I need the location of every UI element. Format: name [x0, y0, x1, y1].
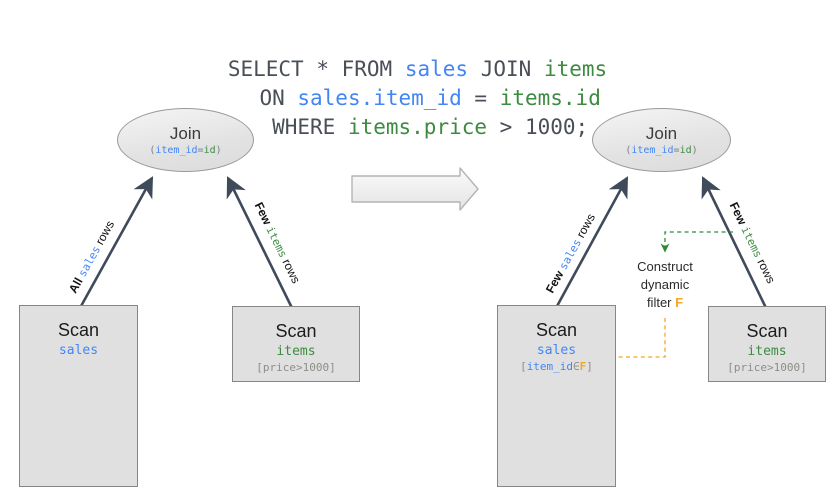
sql-keyword-on: ON: [234, 86, 298, 110]
sql-keyword-join: JOIN: [468, 57, 544, 81]
left-scan-items-table: items: [276, 344, 316, 359]
paren-open: (: [625, 144, 632, 156]
left-join-condition: (item_id=id): [149, 144, 221, 157]
right-scan-items-predicate: [price>1000]: [727, 361, 807, 374]
sql-line-3: WHERE items.price > 1000;: [247, 115, 588, 139]
sql-query: SELECT * FROM sales JOIN items ON sales.…: [0, 26, 835, 171]
paren-close: ): [215, 144, 222, 156]
join-right-col: id: [203, 144, 216, 156]
sql-literal-1000: > 1000;: [487, 115, 589, 139]
right-scan-items-node[interactable]: Scan items [price>1000]: [708, 306, 826, 382]
join-eq: =: [197, 144, 204, 156]
right-join-condition: (item_id=id): [625, 144, 697, 157]
left-join-title: Join: [169, 123, 202, 143]
join-left-col: item_id: [155, 144, 198, 156]
left-scan-sales-table: sales: [58, 343, 99, 358]
sql-keyword-where: WHERE: [246, 115, 348, 139]
sql-line-2: ON sales.item_id = items.id: [234, 86, 601, 110]
construct-line-1: Construct: [637, 259, 693, 274]
sql-operator-eq: =: [461, 86, 500, 110]
sql-table-items: items: [543, 57, 608, 81]
pred-column: item_id: [526, 360, 574, 373]
dynamic-filter-build-path: [660, 231, 733, 253]
right-scan-items-table: items: [747, 344, 787, 359]
join-eq: =: [673, 144, 680, 156]
left-scan-items-node[interactable]: Scan items [price>1000]: [232, 306, 360, 382]
sql-table-sales: sales: [404, 57, 469, 81]
paren-close: ): [691, 144, 698, 156]
right-join-title: Join: [645, 123, 678, 143]
dynamic-filter-apply-path: [596, 318, 666, 362]
right-edge-items-to-join: [701, 176, 768, 309]
right-scan-sales-table: sales: [536, 343, 577, 358]
construct-filter-name: F: [675, 295, 684, 310]
paren-open: (: [149, 144, 156, 156]
join-right-col: id: [679, 144, 692, 156]
left-scan-items-title: Scan: [275, 321, 317, 341]
right-scan-sales-node[interactable]: Scan sales [item_id∈F]: [497, 305, 616, 487]
bracket-close: ]: [586, 360, 593, 373]
sql-line-1: SELECT * FROM sales JOIN items: [228, 57, 607, 81]
left-edge-items-to-join: [226, 176, 294, 309]
right-join-node[interactable]: Join (item_id=id): [592, 108, 731, 172]
right-scan-items-title: Scan: [746, 321, 788, 341]
construct-filter-label: filter: [646, 295, 676, 310]
join-left-col: item_id: [631, 144, 674, 156]
sql-col-items-price: items.price: [347, 115, 488, 139]
left-join-node[interactable]: Join (item_id=id): [117, 108, 254, 172]
right-edge-sales-to-join: [554, 176, 629, 309]
left-scan-sales-title: Scan: [57, 320, 100, 340]
construct-line-2: dynamic: [640, 277, 690, 292]
sql-col-items-id: items.id: [499, 86, 601, 110]
left-scan-items-predicate: [price>1000]: [256, 361, 336, 374]
construct-dynamic-filter-caption: Construct dynamic filter F: [605, 258, 725, 312]
sql-col-sales-itemid: sales.item_id: [297, 86, 462, 110]
sql-keyword: SELECT * FROM: [227, 57, 405, 81]
construct-line-3: filter F: [605, 294, 725, 312]
pred-operator: ∈: [573, 360, 580, 373]
right-scan-sales-title: Scan: [535, 320, 578, 340]
right-scan-sales-predicate: [item_id∈F]: [498, 360, 615, 374]
left-edge-sales-to-join: [78, 176, 154, 309]
transition-arrow: [351, 167, 479, 211]
left-scan-sales-node[interactable]: Scan sales: [19, 305, 138, 487]
pred-filter-ref: F: [579, 360, 587, 373]
bracket-open: [: [520, 360, 527, 373]
